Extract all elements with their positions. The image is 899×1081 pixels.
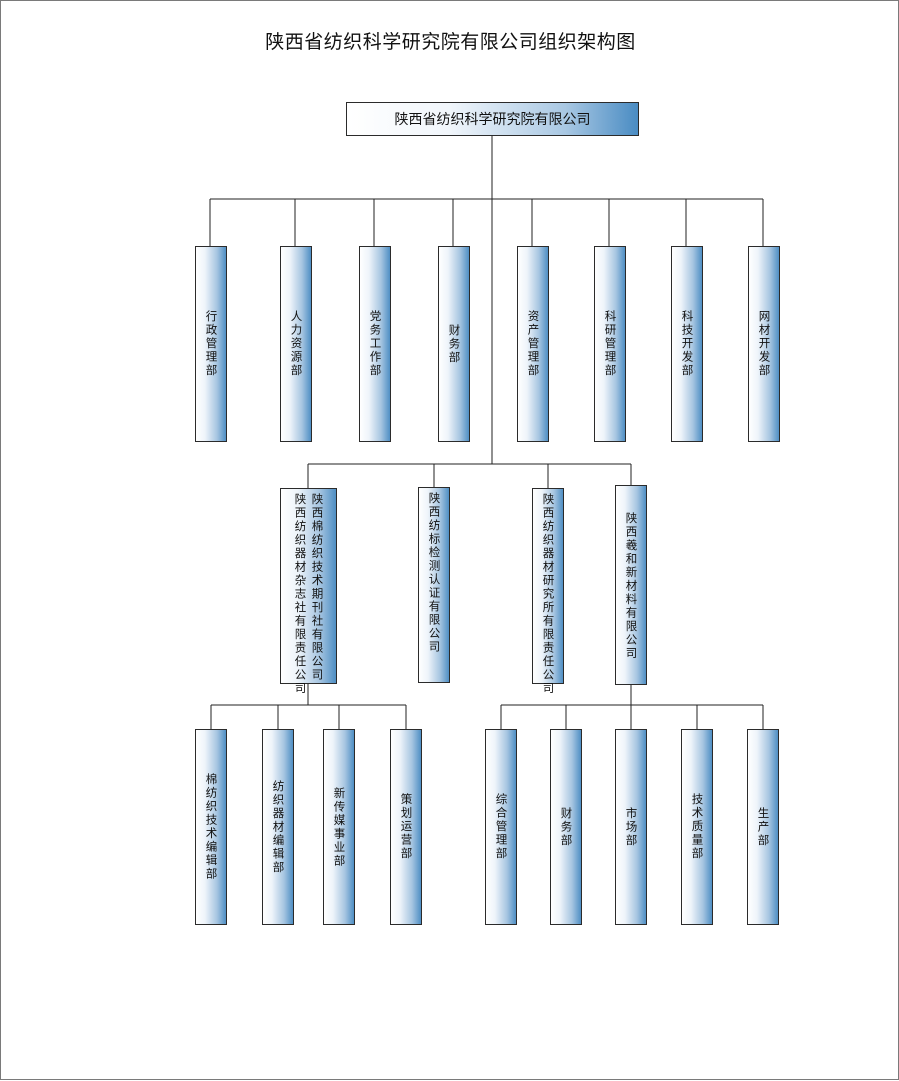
journal-dept-label: 纺织器材编辑部 bbox=[271, 779, 286, 875]
dept-node: 科技开发部 bbox=[671, 246, 703, 442]
newmaterial-dept-label: 生产部 bbox=[756, 806, 771, 848]
dept-label: 科研管理部 bbox=[603, 310, 618, 378]
journal-dept-label: 新传媒事业部 bbox=[332, 786, 347, 868]
chart-title: 陕西省纺织科学研究院有限公司组织架构图 bbox=[265, 31, 636, 53]
journal-company-label-1: 陕西纺织器材杂志社有限责任公司 bbox=[293, 493, 308, 696]
dept-label: 行政管理部 bbox=[204, 310, 219, 378]
dept-label: 党务工作部 bbox=[368, 310, 383, 378]
dept-label: 网材开发部 bbox=[757, 310, 772, 378]
newmaterial-dept-node: 技术质量部 bbox=[681, 729, 713, 925]
dept-node: 人力资源部 bbox=[280, 246, 312, 442]
newmaterial-dept-node: 市场部 bbox=[615, 729, 647, 925]
journal-dept-node: 策划运营部 bbox=[390, 729, 422, 925]
dept-label: 人力资源部 bbox=[289, 310, 304, 378]
newmaterial-company-node: 陕西羲和新材料有限公司 bbox=[615, 485, 647, 685]
journal-dept-node: 纺织器材编辑部 bbox=[262, 729, 294, 925]
testing-company-node: 陕西纺标检测认证有限公司 bbox=[418, 487, 450, 683]
equipment-company-label: 陕西纺织器材研究所有限责任公司 bbox=[541, 493, 556, 696]
journal-company-node: 陕西纺织器材杂志社有限责任公司 陕西棉纺织技术期刊社有限公司 bbox=[280, 488, 337, 696]
newmaterial-dept-label: 技术质量部 bbox=[690, 793, 705, 861]
dept-node: 科研管理部 bbox=[594, 246, 626, 442]
newmaterial-dept-label: 综合管理部 bbox=[494, 793, 509, 861]
journal-dept-node: 棉纺织技术编辑部 bbox=[195, 729, 227, 925]
root-node: 陕西省纺织科学研究院有限公司 bbox=[346, 102, 639, 136]
newmaterial-dept-node: 生产部 bbox=[747, 729, 779, 925]
dept-label: 科技开发部 bbox=[680, 310, 695, 378]
dept-node: 网材开发部 bbox=[748, 246, 780, 442]
root-node-label: 陕西省纺织科学研究院有限公司 bbox=[394, 112, 591, 128]
dept-label: 资产管理部 bbox=[526, 310, 541, 378]
dept-node: 党务工作部 bbox=[359, 246, 391, 442]
testing-company-label: 陕西纺标检测认证有限公司 bbox=[427, 492, 442, 654]
dept-node: 行政管理部 bbox=[195, 246, 227, 442]
journal-company-label-2: 陕西棉纺织技术期刊社有限公司 bbox=[310, 493, 325, 682]
dept-node: 资产管理部 bbox=[517, 246, 549, 442]
journal-dept-node: 新传媒事业部 bbox=[323, 729, 355, 925]
newmaterial-dept-label: 市场部 bbox=[624, 806, 639, 848]
newmaterial-dept-node: 综合管理部 bbox=[485, 729, 517, 925]
newmaterial-dept-node: 财务部 bbox=[550, 729, 582, 925]
newmaterial-company-label: 陕西羲和新材料有限公司 bbox=[624, 512, 639, 661]
journal-dept-label: 棉纺织技术编辑部 bbox=[204, 773, 219, 881]
newmaterial-dept-label: 财务部 bbox=[559, 806, 574, 848]
dept-label: 财务部 bbox=[447, 323, 462, 365]
journal-dept-label: 策划运营部 bbox=[399, 793, 414, 861]
equipment-company-node: 陕西纺织器材研究所有限责任公司 bbox=[532, 488, 564, 696]
dept-node: 财务部 bbox=[438, 246, 470, 442]
